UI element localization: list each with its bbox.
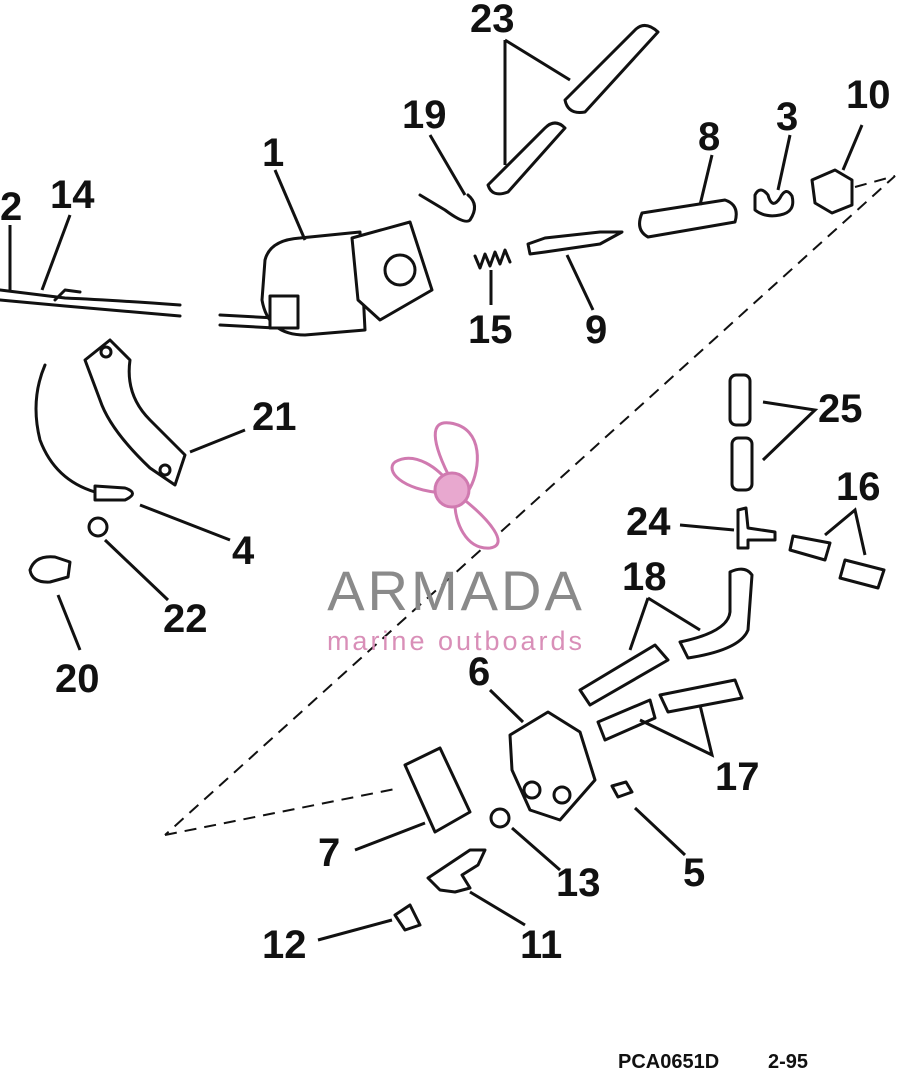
callout-3: 3	[776, 95, 798, 139]
part-hose-23	[486, 24, 660, 196]
part-ground-wire-4	[34, 363, 134, 502]
part-fitting-11	[426, 848, 487, 894]
part-hoses-18	[578, 567, 754, 707]
callout-15: 15	[468, 308, 513, 352]
callout-19: 19	[402, 93, 447, 137]
callout-17: 17	[715, 755, 760, 799]
callout-5: 5	[683, 851, 705, 895]
callout-12: 12	[262, 923, 307, 967]
propeller-icon	[390, 421, 500, 550]
part-wires-2-14	[0, 288, 182, 318]
callout-16: 16	[836, 465, 881, 509]
part-grommet-13	[489, 807, 511, 829]
callout-18: 18	[622, 555, 667, 599]
callout-8: 8	[698, 115, 720, 159]
part-spring-15	[473, 248, 512, 270]
callout-21: 21	[252, 395, 297, 439]
callout-22: 22	[163, 597, 208, 641]
part-hoses-16	[788, 534, 886, 590]
watermark-tagline: marine outboards	[327, 626, 585, 656]
watermark: ARMADA marine outboards	[327, 421, 585, 656]
part-tee-24	[736, 506, 777, 550]
callout-6: 6	[468, 650, 490, 694]
part-pump-6	[508, 710, 597, 822]
part-nut-10	[810, 168, 854, 215]
callout-13: 13	[556, 861, 601, 905]
part-hoses-17	[596, 678, 744, 742]
part-cap-12	[393, 903, 422, 932]
part-nut-22	[87, 516, 109, 538]
footer-date: 2-95	[768, 1051, 808, 1073]
callout-10: 10	[846, 73, 891, 117]
callout-1: 1	[262, 131, 284, 175]
callout-9: 9	[585, 308, 607, 352]
leader-lines	[8, 38, 867, 942]
callout-14: 14	[50, 173, 95, 217]
part-clip-19	[418, 193, 476, 223]
callout-labels: 1 2 3 4 5 6 7 8 9 10 11 12 13 14 15 16 1…	[0, 0, 891, 967]
part-plunger-9	[526, 230, 624, 256]
part-screw-20	[28, 555, 72, 584]
part-diaphragm-7	[403, 746, 472, 834]
callout-4: 4	[232, 529, 255, 573]
part-hoses-25	[728, 373, 754, 492]
callout-23: 23	[470, 0, 515, 41]
part-motor-1	[218, 220, 434, 337]
callout-11: 11	[520, 923, 562, 967]
callout-2: 2	[0, 185, 22, 229]
part-bracket-21	[83, 338, 187, 487]
callout-25: 25	[818, 387, 863, 431]
part-sleeve-8	[638, 198, 738, 239]
callout-24: 24	[626, 500, 671, 544]
footer-code: PCA0651D	[618, 1051, 719, 1073]
watermark-brand: ARMADA	[327, 559, 585, 622]
callout-7: 7	[318, 831, 340, 875]
dashed-outline	[164, 175, 896, 836]
part-screw-5	[610, 780, 634, 799]
part-spring-3	[753, 188, 795, 218]
callout-20: 20	[55, 657, 100, 701]
